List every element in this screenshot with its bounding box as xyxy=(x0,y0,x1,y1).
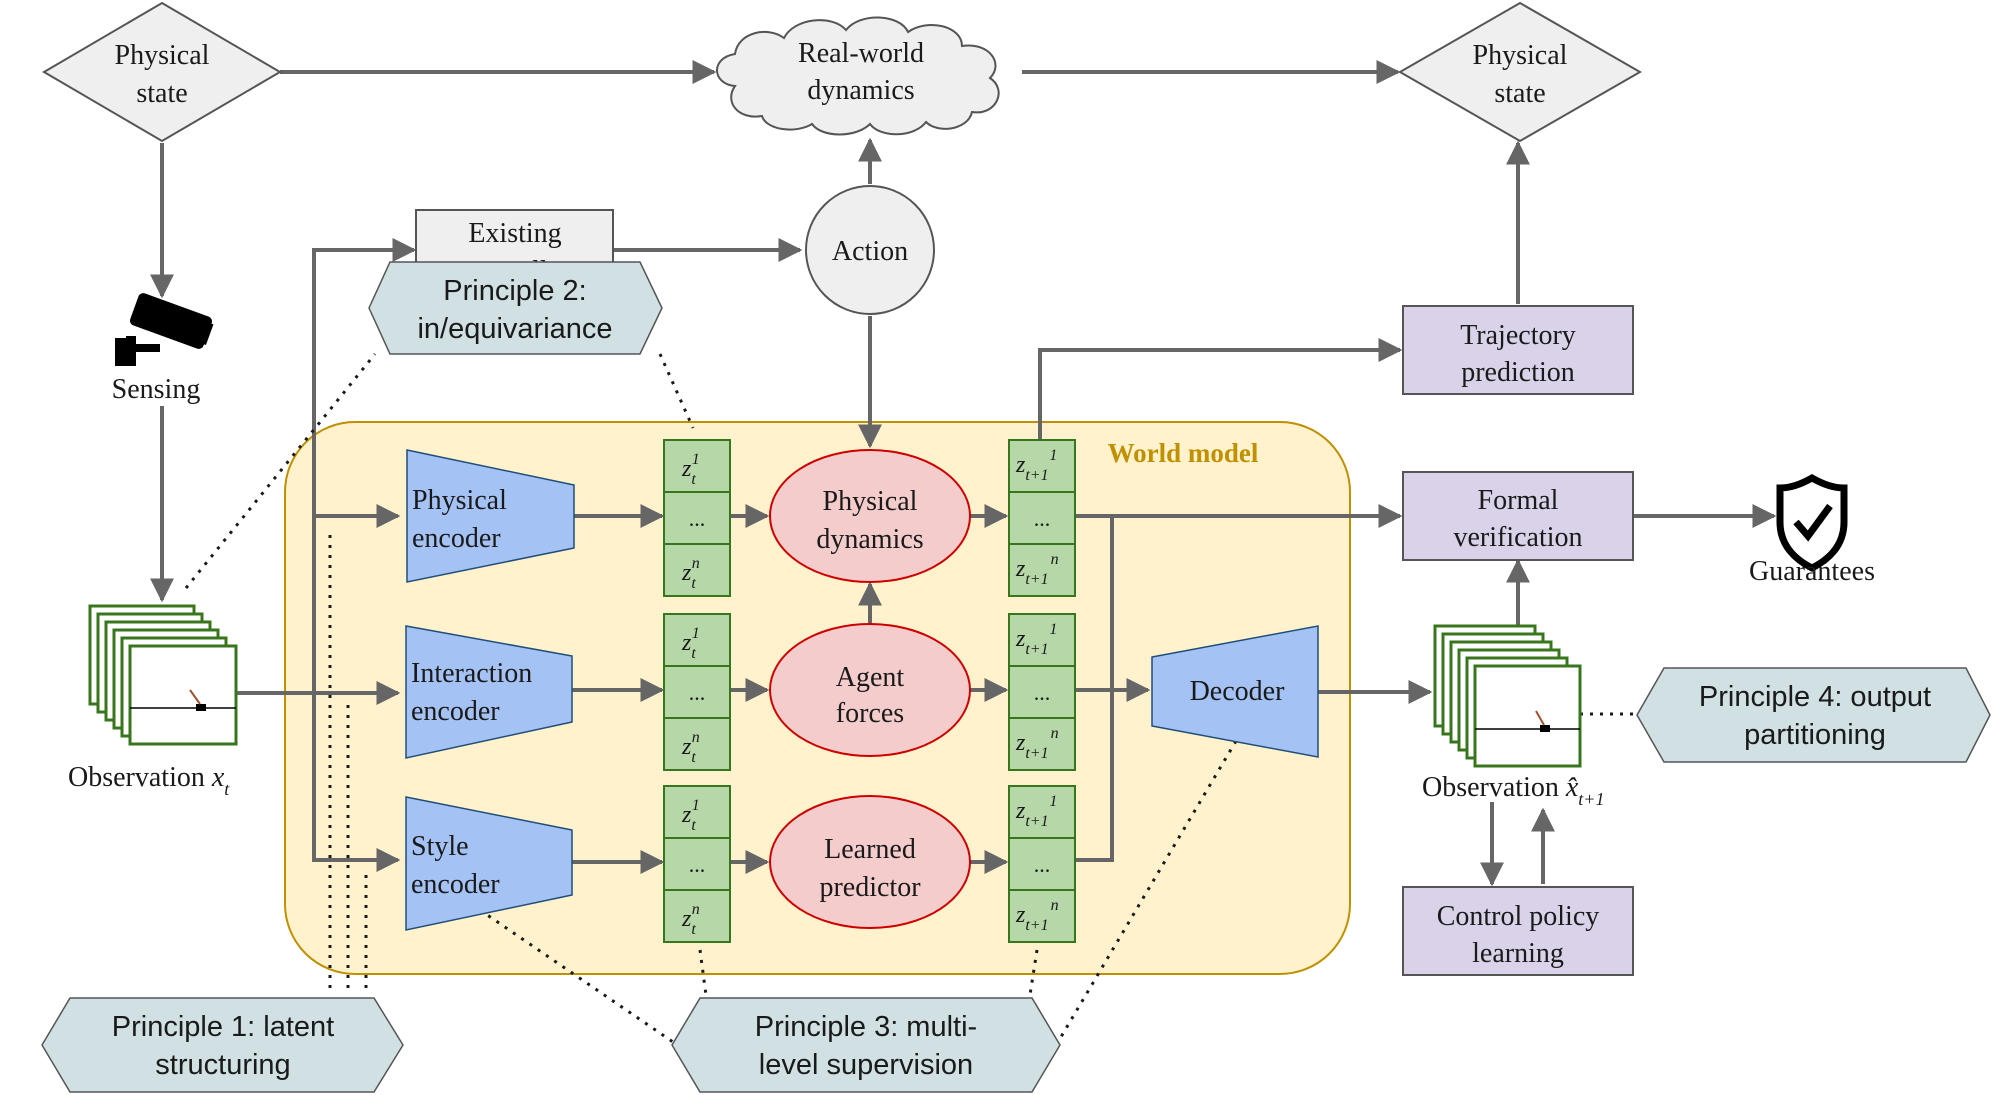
svg-text:Principle 1: latent: Principle 1: latent xyxy=(112,1011,334,1043)
svg-text:Principle 3: multi-: Principle 3: multi- xyxy=(755,1011,977,1043)
world-model-label: World model xyxy=(1108,438,1259,468)
physical-state-output: Physical state xyxy=(1397,1,1643,143)
svg-text:encoder: encoder xyxy=(411,696,500,727)
latent-t1-style: zt+11 ... zt+1n xyxy=(1008,785,1076,943)
svg-text:zt+11: zt+11 xyxy=(1015,447,1057,484)
svg-text:zt+1n: zt+1n xyxy=(1015,725,1059,762)
svg-text:Principle 2:: Principle 2: xyxy=(443,275,586,307)
camera-icon xyxy=(115,293,214,366)
observation-output-stack xyxy=(1433,624,1582,768)
style-encoder: Style encoder xyxy=(405,796,573,931)
principle-4-badge: Principle 4: output partitioning xyxy=(1636,667,1991,763)
svg-text:Real-world: Real-world xyxy=(798,38,924,69)
formal-verification: Formal verification xyxy=(1402,471,1634,561)
svg-text:prediction: prediction xyxy=(1461,357,1575,388)
principle-3-badge: Principle 3: multi- level supervision xyxy=(671,997,1061,1093)
svg-text:learning: learning xyxy=(1472,938,1564,969)
latent-t-interaction: zt1 ... ztn xyxy=(663,613,731,771)
svg-text:Physical: Physical xyxy=(412,485,507,516)
svg-text:in/equivariance: in/equivariance xyxy=(417,313,612,345)
svg-text:ztn: ztn xyxy=(681,901,700,938)
sensing-label: Sensing xyxy=(112,374,201,405)
svg-text:forces: forces xyxy=(836,698,904,729)
decoder: Decoder xyxy=(1151,625,1319,758)
observation-output-label: Observation x̂t+1 xyxy=(1422,772,1604,809)
svg-text:zt1: zt1 xyxy=(681,797,700,834)
svg-text:zt+11: zt+11 xyxy=(1015,793,1057,830)
svg-text:Formal: Formal xyxy=(1478,485,1559,516)
svg-text:predictor: predictor xyxy=(819,872,921,903)
latent-t-physical: zt1 ... ztn xyxy=(663,439,731,597)
svg-text:Existing: Existing xyxy=(468,218,561,249)
svg-text:Principle 4: output: Principle 4: output xyxy=(1699,681,1931,713)
arrows xyxy=(150,60,1777,887)
trajectory-prediction: Trajectory prediction xyxy=(1402,305,1634,395)
svg-text:...: ... xyxy=(689,506,706,531)
physical-state-input: Physical state xyxy=(42,1,282,143)
svg-text:...: ... xyxy=(689,852,706,877)
principle-1-badge: Principle 1: latent structuring xyxy=(41,997,404,1093)
observation-input-stack xyxy=(88,604,238,746)
svg-text:Agent: Agent xyxy=(836,662,905,693)
svg-text:...: ... xyxy=(1034,680,1051,705)
control-policy-learning: Control policy learning xyxy=(1402,886,1634,976)
svg-text:encoder: encoder xyxy=(412,523,501,554)
svg-text:zt+1n: zt+1n xyxy=(1015,551,1059,588)
svg-text:...: ... xyxy=(1034,852,1051,877)
svg-text:zt+1n: zt+1n xyxy=(1015,897,1059,934)
action-node: Action xyxy=(805,185,935,315)
svg-text:partitioning: partitioning xyxy=(1744,719,1886,751)
svg-text:Physical: Physical xyxy=(823,486,918,517)
svg-text:...: ... xyxy=(1034,506,1051,531)
svg-text:ztn: ztn xyxy=(681,729,700,766)
pendulum-output-icon xyxy=(1475,710,1580,732)
svg-text:Decoder: Decoder xyxy=(1190,676,1286,707)
latent-t-column: zt1 ... ztn zt1 ... ztn zt1 ... ztn xyxy=(663,439,731,943)
svg-text:dynamics: dynamics xyxy=(816,524,923,555)
svg-text:Control policy: Control policy xyxy=(1437,901,1600,932)
real-world-dynamics-cloud: Real-world dynamics xyxy=(716,16,1000,136)
svg-text:Action: Action xyxy=(832,236,908,267)
svg-text:level supervision: level supervision xyxy=(759,1049,973,1081)
svg-text:structuring: structuring xyxy=(155,1049,290,1081)
interaction-encoder: Interaction encoder xyxy=(405,625,573,759)
principle-2-badge: Principle 2: in/equivariance xyxy=(368,261,663,355)
svg-text:zt+11: zt+11 xyxy=(1015,621,1057,658)
svg-text:...: ... xyxy=(689,680,706,705)
observation-input-label: Observation xt xyxy=(68,762,230,799)
agent-forces: Agent forces xyxy=(769,623,971,757)
svg-text:ztn: ztn xyxy=(681,555,700,592)
svg-text:verification: verification xyxy=(1453,522,1582,553)
latent-t1-physical: zt+11 ... zt+1n xyxy=(1008,439,1076,597)
physical-dynamics: Physical dynamics xyxy=(769,449,971,583)
svg-text:zt1: zt1 xyxy=(681,625,700,662)
svg-text:encoder: encoder xyxy=(411,869,500,900)
svg-text:zt1: zt1 xyxy=(681,451,700,488)
svg-text:Physical: Physical xyxy=(115,40,210,71)
svg-text:Physical: Physical xyxy=(1473,40,1568,71)
svg-text:Interaction: Interaction xyxy=(411,658,532,689)
svg-text:Trajectory: Trajectory xyxy=(1460,320,1576,351)
svg-text:Style: Style xyxy=(411,831,469,862)
latent-t1-interaction: zt+11 ... zt+1n xyxy=(1008,613,1076,771)
pendulum-icon xyxy=(130,689,236,711)
svg-text:dynamics: dynamics xyxy=(807,75,914,106)
learned-predictor: Learned predictor xyxy=(769,795,971,929)
shield-check-icon xyxy=(1776,473,1848,572)
svg-text:state: state xyxy=(136,78,187,109)
physical-encoder: Physical encoder xyxy=(406,449,575,583)
svg-text:state: state xyxy=(1494,78,1545,109)
svg-text:Learned: Learned xyxy=(824,834,916,865)
guarantees-label: Guarantees xyxy=(1749,556,1875,587)
latent-t1-column: zt+11 ... zt+1n zt+11 ... zt+1n zt+11 ..… xyxy=(1008,439,1076,943)
dotted-links xyxy=(184,353,1637,1044)
latent-t-style: zt1 ... ztn xyxy=(663,785,731,943)
